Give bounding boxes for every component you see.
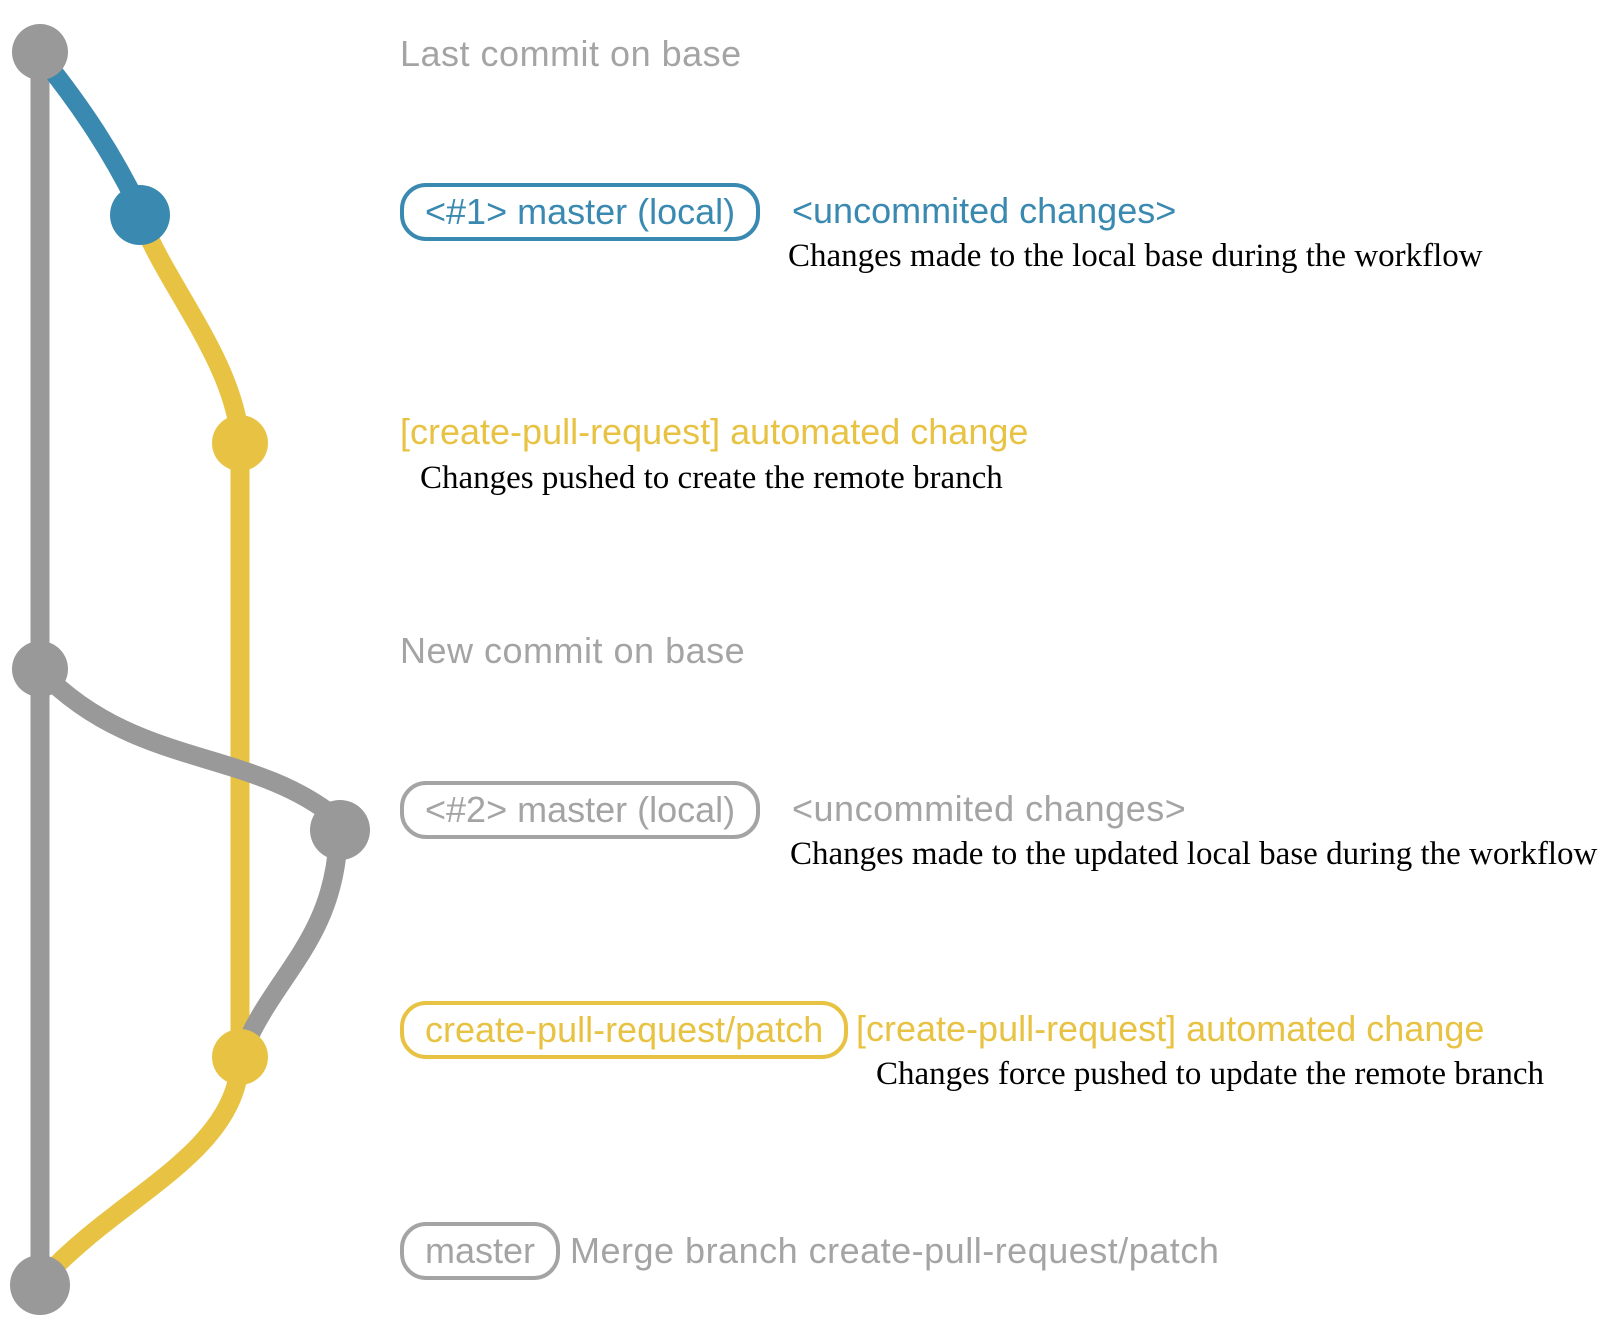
description-local-base-changes: Changes made to the local base during th…	[788, 238, 1483, 274]
badge-master-local-2: <#2> master (local)	[400, 781, 761, 839]
merge-curve	[36, 1061, 250, 1285]
description-force-pushed: Changes force pushed to update the remot…	[876, 1056, 1545, 1092]
commit-node-patch-2	[212, 1029, 268, 1085]
rebased-local-branch-curve	[35, 665, 342, 826]
commit-node-local-1	[110, 185, 170, 245]
label-new-commit-on-base: New commit on base	[400, 630, 746, 671]
annotation-merge-branch: Merge branch create-pull-request/patch	[570, 1230, 1220, 1271]
description-updated-local-base-changes: Changes made to the updated local base d…	[790, 836, 1598, 872]
annotation-uncommited-changes-1: <uncommited changes>	[792, 190, 1177, 231]
commit-node-merge	[10, 1255, 70, 1315]
commit-node-last-base	[12, 24, 68, 80]
annotation-automated-change-2: [create-pull-request] automated change	[856, 1008, 1485, 1049]
badge-patch-branch: create-pull-request/patch	[400, 1001, 849, 1059]
annotation-automated-change-1: [create-pull-request] automated change	[400, 411, 1029, 452]
commit-node-patch-1	[212, 415, 268, 471]
commit-node-new-base	[12, 641, 68, 697]
commit-node-local-2	[310, 800, 370, 860]
annotation-uncommited-changes-2: <uncommited changes>	[792, 788, 1187, 829]
label-last-commit-on-base: Last commit on base	[400, 33, 742, 74]
badge-master: master	[400, 1222, 561, 1280]
force-push-curve	[235, 841, 348, 1052]
description-pushed-create: Changes pushed to create the remote bran…	[420, 460, 1003, 496]
badge-master-local-1: <#1> master (local)	[400, 183, 761, 241]
patch-branch-out-curve	[133, 218, 250, 440]
local-master-branch-curve	[36, 54, 149, 215]
